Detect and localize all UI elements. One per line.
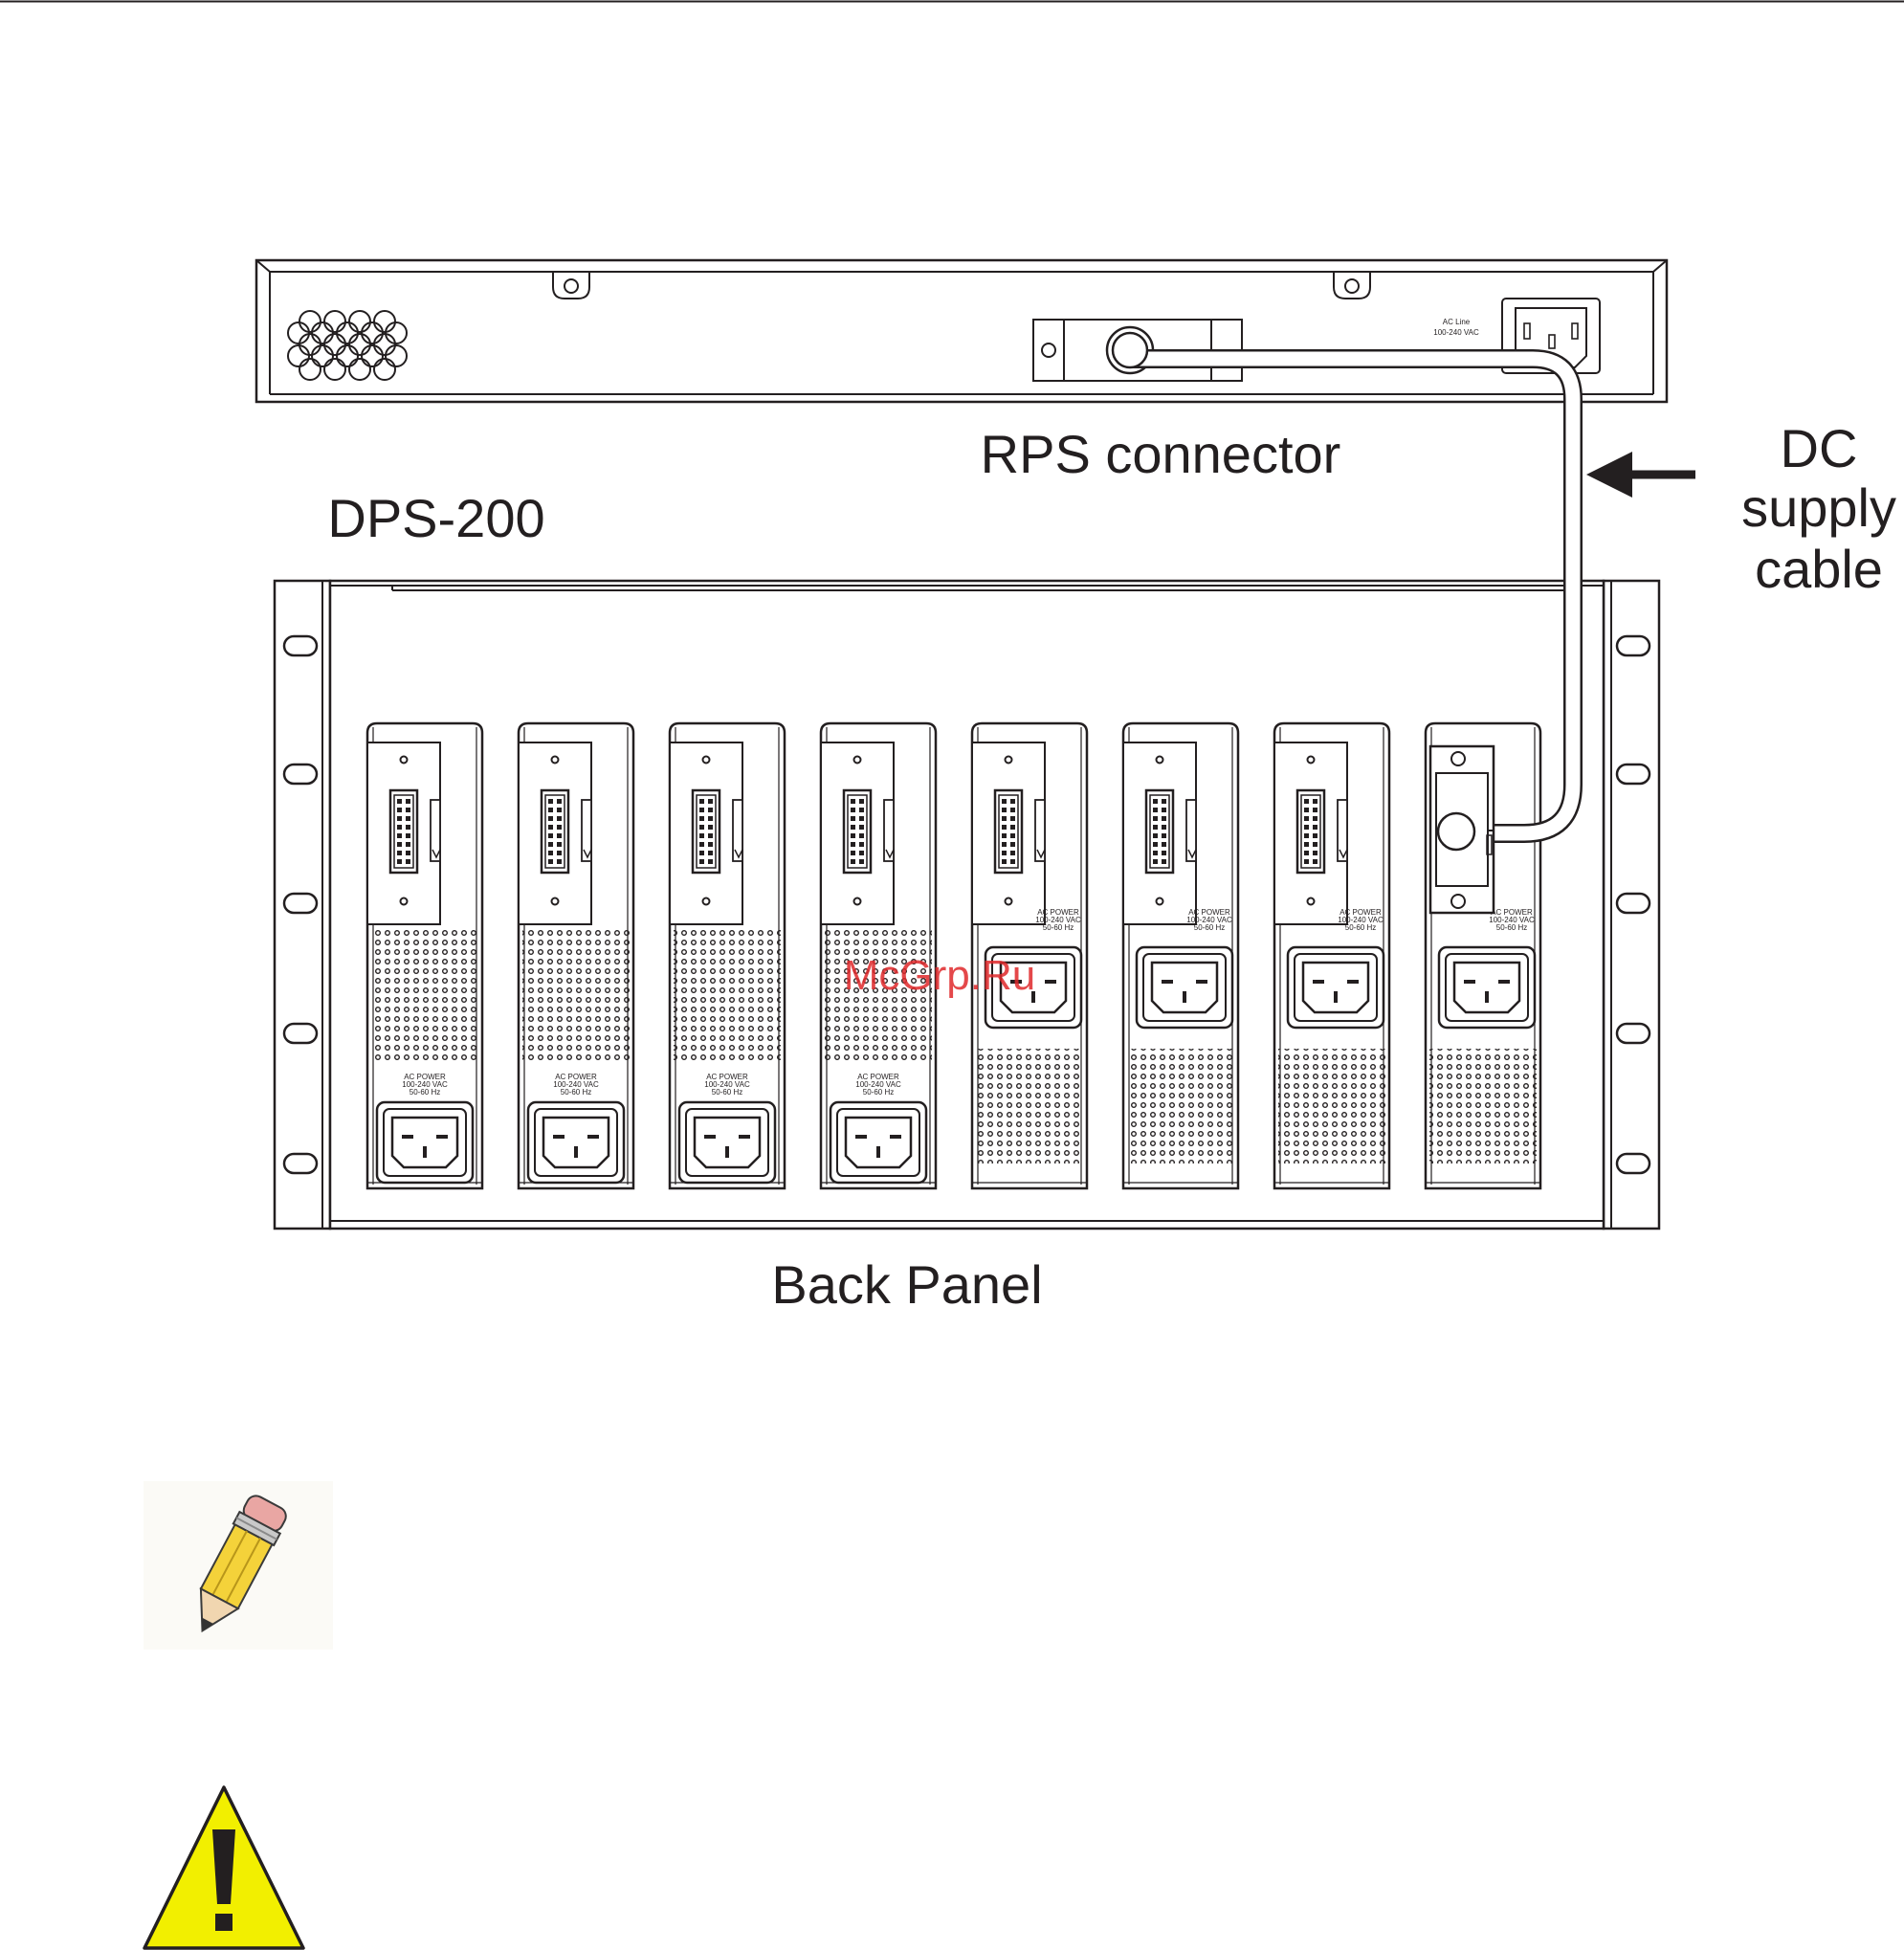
module-ac-power-label: AC POWER bbox=[555, 1073, 597, 1081]
module-ac-power-label: AC POWER bbox=[1491, 908, 1533, 917]
rack-ear-slot-right bbox=[1615, 892, 1651, 915]
module-ac-power-label: AC POWER bbox=[404, 1073, 446, 1081]
dc-supply-cable bbox=[1111, 331, 1583, 843]
rack-ear-slot-left bbox=[282, 892, 319, 915]
module-ac-power-label: 50-60 Hz bbox=[712, 1088, 742, 1097]
switch-fan-grille bbox=[287, 310, 408, 381]
module-ac-power-label: AC POWER bbox=[1037, 908, 1079, 917]
vent-grille bbox=[1429, 1049, 1537, 1163]
dps-rps-connector-port[interactable] bbox=[1428, 727, 1549, 915]
module-ac-power-label: 100-240 VAC bbox=[1489, 916, 1535, 924]
module-ac-power-label: 100-240 VAC bbox=[704, 1080, 750, 1089]
rps-connector-label: RPS connector bbox=[981, 424, 1341, 484]
pencil-icon bbox=[144, 1481, 333, 1650]
module-ac-power-label: 100-240 VAC bbox=[1186, 916, 1232, 924]
module-ac-power-label: 50-60 Hz bbox=[1345, 923, 1376, 932]
module-ac-power-label: 100-240 VAC bbox=[1338, 916, 1384, 924]
watermark: McGrp.Ru bbox=[844, 952, 1035, 999]
module-ac-power-label: AC POWER bbox=[857, 1073, 899, 1081]
rack-ear-slot-left bbox=[282, 763, 319, 786]
module-ac-power-label: 50-60 Hz bbox=[561, 1088, 591, 1097]
rack-ear-slot-right bbox=[1615, 763, 1651, 786]
module-ac-power-label: 50-60 Hz bbox=[1496, 923, 1527, 932]
warning-triangle-icon bbox=[143, 1785, 305, 1950]
module-ac-power-label: 50-60 Hz bbox=[410, 1088, 440, 1097]
vent-grille bbox=[825, 926, 932, 1064]
dps-200-label: DPS-200 bbox=[327, 488, 544, 548]
rack-ear-slot-left bbox=[282, 634, 319, 657]
vent-grille bbox=[522, 926, 630, 1064]
vent-grille bbox=[1278, 1049, 1385, 1163]
back-panel-label: Back Panel bbox=[771, 1254, 1042, 1315]
rack-ear-slot-right bbox=[1615, 1152, 1651, 1175]
rack-ear-slot-right bbox=[1615, 1022, 1651, 1045]
vent-grille bbox=[976, 1049, 1083, 1163]
cable-pointer-arrow bbox=[1586, 452, 1695, 498]
dc-supply-cable-label-line2: supply bbox=[1741, 477, 1896, 538]
switch-rear-unit: AC Line 100-240 VAC bbox=[255, 258, 1669, 404]
dc-supply-cable-label-line1: DC bbox=[1781, 418, 1858, 478]
module-ac-power-label: AC POWER bbox=[1188, 908, 1230, 917]
module-ac-power-label: 100-240 VAC bbox=[855, 1080, 901, 1089]
module-ac-power-label: 100-240 VAC bbox=[402, 1080, 448, 1089]
module-ac-power-label: 50-60 Hz bbox=[863, 1088, 894, 1097]
switch-ac-line-label: AC Line bbox=[1443, 318, 1471, 326]
module-ac-power-label: 50-60 Hz bbox=[1194, 923, 1225, 932]
module-ac-power-label: 100-240 VAC bbox=[1035, 916, 1081, 924]
switch-ac-line-voltage: 100-240 VAC bbox=[1433, 328, 1479, 337]
module-ac-power-label: AC POWER bbox=[706, 1073, 748, 1081]
module-ac-power-label: 50-60 Hz bbox=[1043, 923, 1074, 932]
rack-ear-slot-left bbox=[282, 1022, 319, 1045]
vent-grille bbox=[674, 926, 781, 1064]
dc-supply-cable-label-line3: cable bbox=[1755, 539, 1883, 599]
vent-grille bbox=[371, 926, 478, 1064]
module-ac-power-label: AC POWER bbox=[1339, 908, 1382, 917]
vent-grille bbox=[1127, 1049, 1234, 1163]
rack-ear-slot-right bbox=[1615, 634, 1651, 657]
rack-ear-slot-left bbox=[282, 1152, 319, 1175]
module-ac-power-label: 100-240 VAC bbox=[553, 1080, 599, 1089]
